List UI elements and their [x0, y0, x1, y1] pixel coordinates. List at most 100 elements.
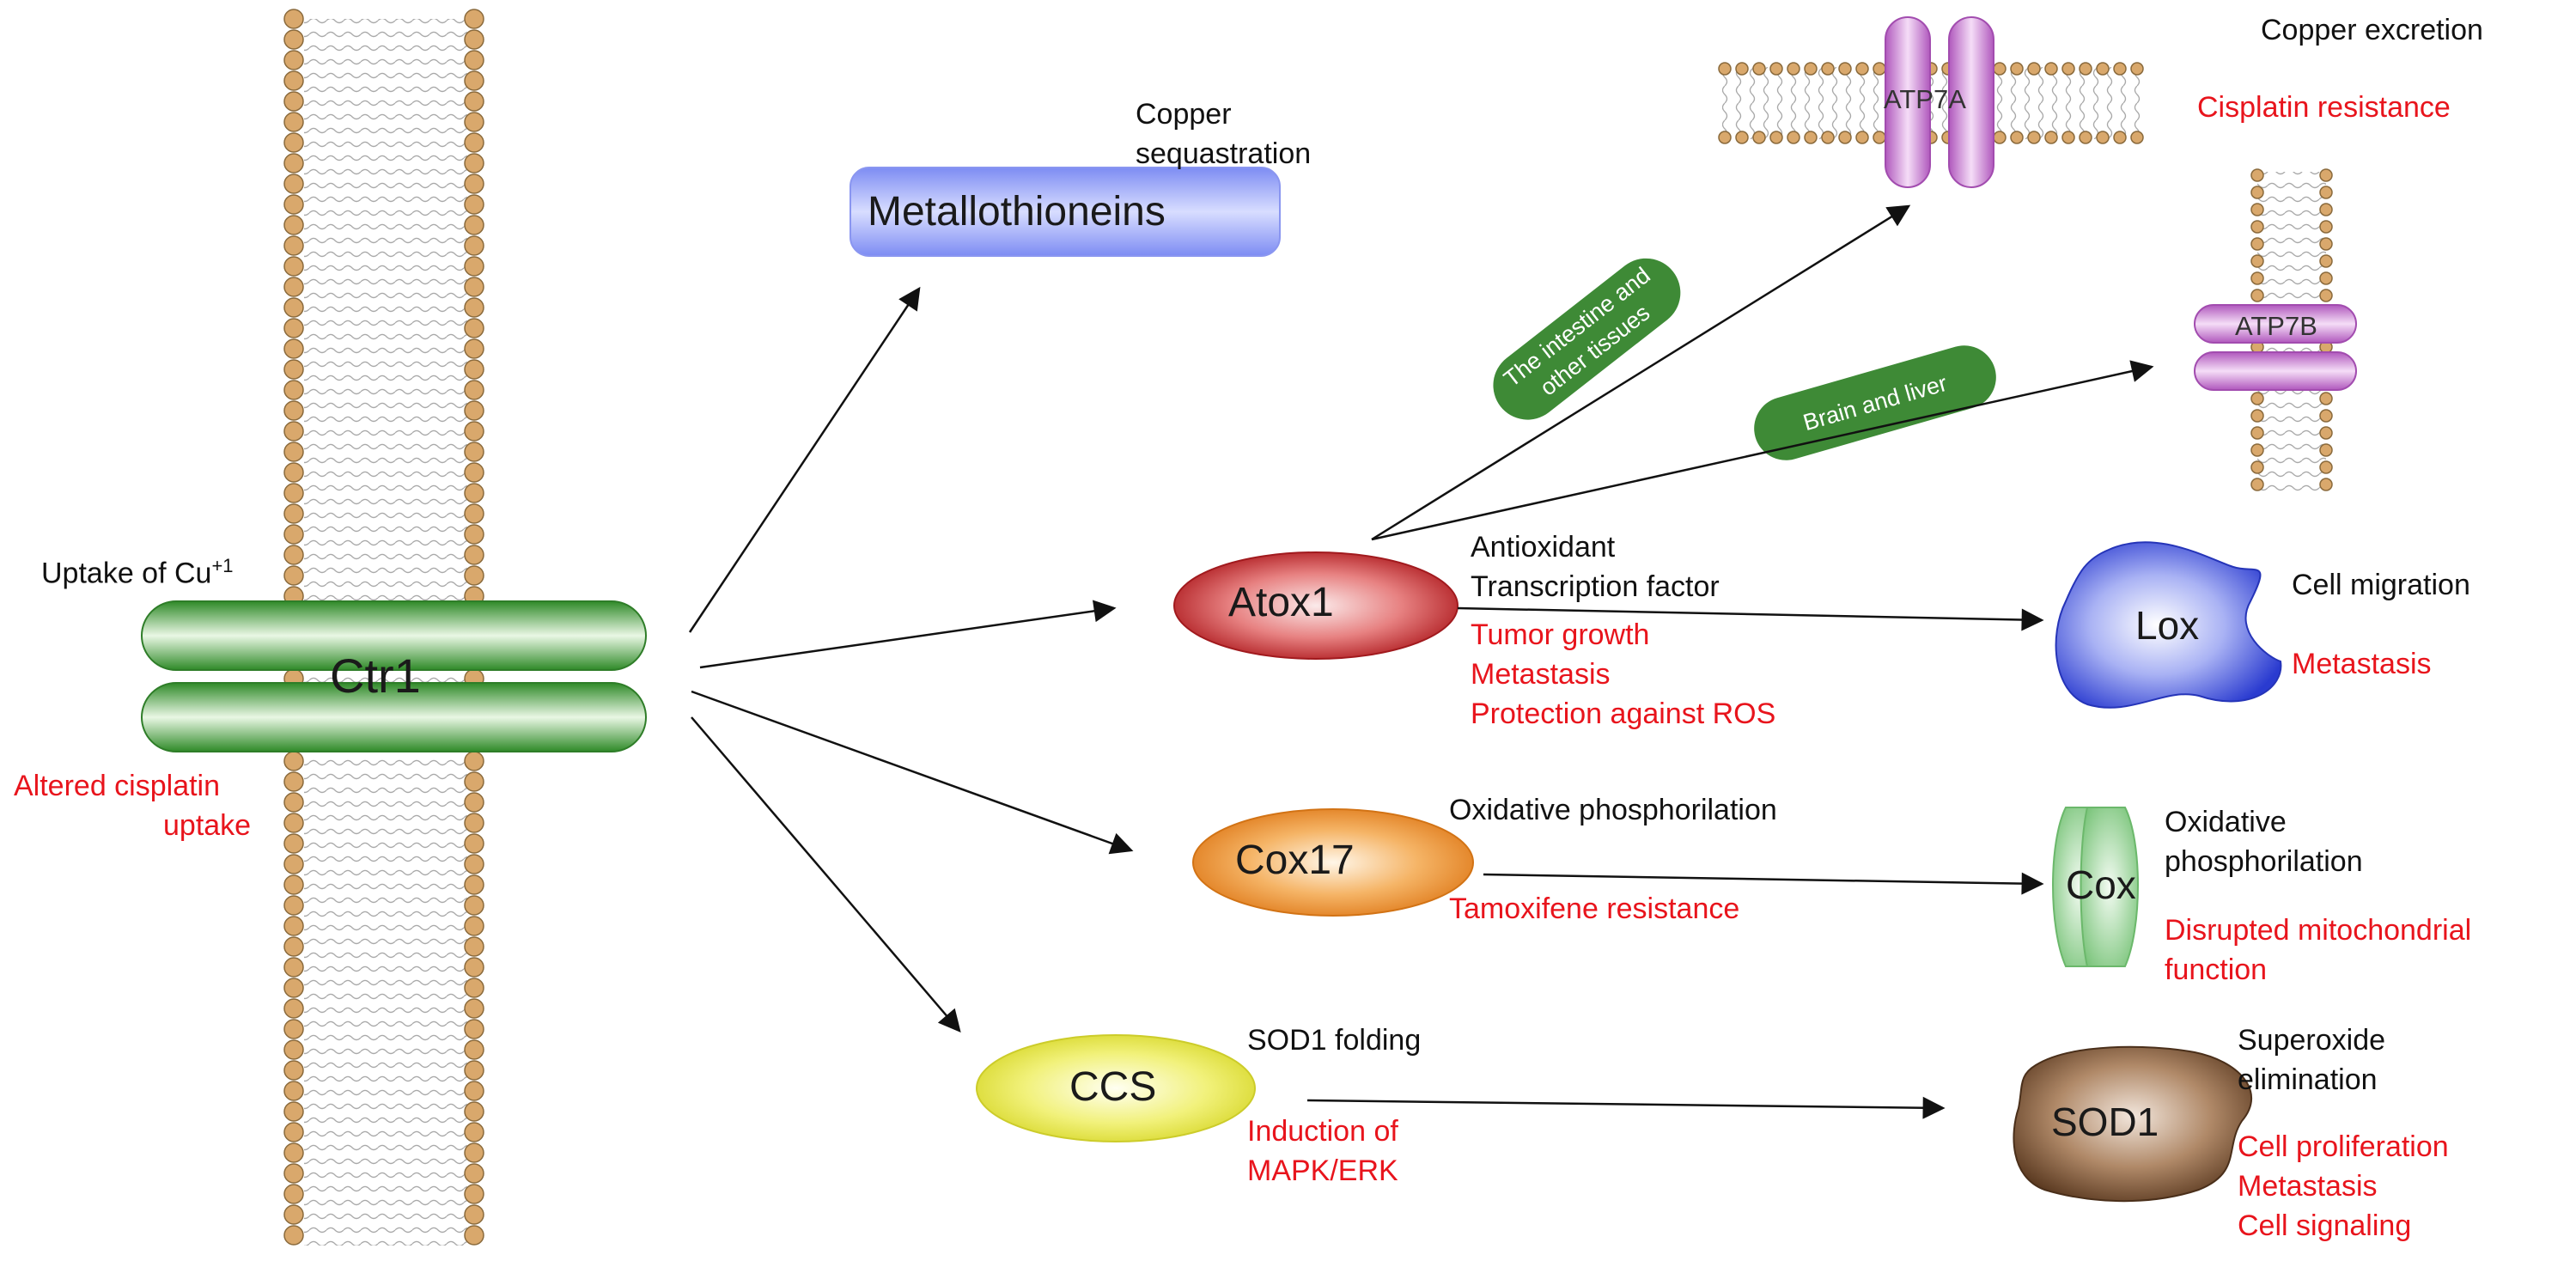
lipid-head: [1804, 62, 1818, 76]
lipid-head: [283, 380, 304, 400]
ccs-label: CCS: [1069, 1064, 1157, 1110]
lipid-head: [2319, 220, 2333, 234]
lipid-head: [2319, 460, 2333, 474]
lipid-head: [464, 442, 484, 462]
lipid-head: [283, 338, 304, 359]
lipid-head: [283, 998, 304, 1019]
lipid-head: [283, 442, 304, 462]
lipid-head: [1804, 131, 1818, 144]
cell-signaling-label: Cell signaling: [2238, 1209, 2412, 1242]
brain-liver-badge: [1754, 345, 1996, 460]
lipid-head: [464, 462, 484, 483]
lipid-head: [1769, 62, 1783, 76]
lipid-head: [464, 483, 484, 503]
lipid-head: [464, 235, 484, 256]
lipid-head: [2250, 443, 2264, 457]
lipid-head: [464, 916, 484, 936]
lipid-head: [283, 256, 304, 277]
metastasis-sod1-label: Metastasis: [2238, 1170, 2378, 1203]
lipid-head: [283, 462, 304, 483]
lipid-head: [464, 1060, 484, 1081]
lipid-head: [464, 1184, 484, 1204]
lipid-head: [2113, 62, 2127, 76]
atp7b-label: ATP7B: [2235, 311, 2317, 341]
lipid-head: [283, 112, 304, 132]
lipid-head: [1787, 62, 1800, 76]
lipid-head: [464, 359, 484, 380]
lipid-head: [464, 215, 484, 235]
superoxide-line1: Superoxide: [2238, 1024, 2386, 1057]
atox1-label: Atox1: [1228, 580, 1334, 625]
disrupted-line2: function: [2165, 953, 2268, 986]
lipid-head: [2250, 271, 2264, 285]
lipid-head: [2250, 460, 2264, 474]
lipid-head: [283, 215, 304, 235]
lipid-head: [1855, 131, 1869, 144]
lipid-head: [283, 70, 304, 91]
metallothioneins-label: Metallothioneins: [868, 189, 1166, 235]
sod1-label: SOD1: [2051, 1100, 2159, 1144]
lipid-head: [2319, 203, 2333, 216]
lipid-head: [2130, 62, 2144, 76]
lipid-head: [464, 194, 484, 215]
uptake-label: Uptake of Cu+1: [41, 546, 234, 593]
lipid-head: [283, 833, 304, 854]
lipid-head: [283, 318, 304, 338]
altered-uptake-line2: uptake: [163, 809, 252, 842]
transcription-factor-label: Transcription factor: [1471, 570, 1720, 603]
lipid-head: [464, 1163, 484, 1184]
lipid-head: [464, 297, 484, 318]
lipid-head: [2250, 254, 2264, 268]
lipid-head: [1787, 131, 1800, 144]
lipid-head: [283, 1101, 304, 1122]
lipid-head: [464, 400, 484, 421]
cell-proliferation-label: Cell proliferation: [2238, 1130, 2449, 1163]
induction-line1: Induction of: [1247, 1115, 1398, 1148]
lipid-head: [1838, 62, 1852, 76]
lipid-head: [464, 833, 484, 854]
cox17-label: Cox17: [1235, 838, 1355, 883]
lipid-head: [464, 91, 484, 112]
lipid-head: [2010, 131, 2024, 144]
lipid-head: [2113, 131, 2127, 144]
lipid-head: [1735, 131, 1749, 144]
lipid-head: [283, 194, 304, 215]
lipid-head: [464, 1204, 484, 1225]
lipid-head: [2319, 478, 2333, 491]
lipid-head: [283, 1081, 304, 1101]
lipid-head: [464, 1101, 484, 1122]
brain-liver-text: Brain and liver: [1800, 369, 1951, 436]
lipid-head: [464, 1081, 484, 1101]
lipid-head: [2250, 409, 2264, 423]
uptake-superscript: +1: [211, 555, 234, 576]
lipid-head: [283, 9, 304, 29]
lipid-head: [283, 978, 304, 998]
tumor-growth-label: Tumor growth: [1471, 618, 1650, 651]
cell-migration-label: Cell migration: [2292, 569, 2470, 601]
lipid-head: [283, 91, 304, 112]
sod1-shape: [2013, 1045, 2252, 1203]
lipid-head: [283, 297, 304, 318]
lipid-head: [2027, 131, 2041, 144]
lipid-head: [283, 957, 304, 978]
lipid-head: [1821, 62, 1835, 76]
cisplatin-resistance: Cisplatin resistance: [2197, 91, 2451, 124]
lipid-head: [464, 936, 484, 957]
lipid-head: [464, 380, 484, 400]
antioxidant-label: Antioxidant: [1471, 531, 1616, 563]
lipid-head: [464, 792, 484, 813]
lipid-head: [1718, 131, 1732, 144]
tamoxifene-label: Tamoxifene resistance: [1449, 892, 1740, 925]
lipid-head: [2319, 254, 2333, 268]
lipid-head: [283, 1142, 304, 1163]
lipid-head: [283, 1060, 304, 1081]
oxphos-cox-line2: phosphorilation: [2165, 845, 2363, 878]
lipid-head: [2250, 392, 2264, 405]
lipid-head: [283, 1163, 304, 1184]
lox-shape: [2055, 541, 2282, 709]
intestine-badge: [1493, 258, 1681, 420]
atp7b-transporter: [2194, 304, 2357, 391]
atp7a-label: ATP7A: [1884, 84, 1966, 114]
pathway-arrows: [688, 204, 2154, 1119]
